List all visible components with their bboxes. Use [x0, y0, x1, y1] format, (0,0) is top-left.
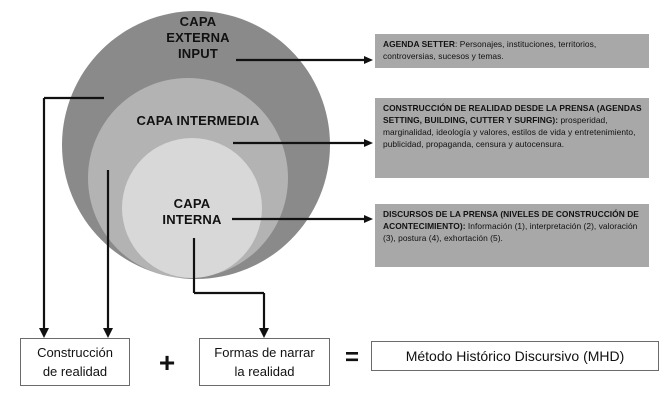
connector-inner-to-formas-box [192, 238, 269, 338]
middle-layer-label: CAPA INTERMEDIA [136, 113, 260, 128]
info-box-construccion-realidad-prensa-body: prosperidad, marginalidad, ideología y v… [383, 114, 636, 149]
info-box-discursos-prensa-body: Información (1), interpretación (2), val… [383, 220, 638, 243]
info-box-construccion-realidad-prensa-heading: CONSTRUCCIÓN DE REALIDAD DESDE LA PRENSA… [383, 103, 642, 125]
info-box-agenda-setter-body: : Personajes, instituciones, territorios… [383, 39, 597, 61]
equation-term-construccion-de-realidad: Construcción de realidad [20, 338, 130, 386]
info-box-agenda-setter-heading: AGENDA SETTER [383, 39, 455, 49]
info-box-agenda-setter: AGENDA SETTER: Personajes, instituciones… [375, 34, 649, 68]
connector-outer-to-construccion-box [39, 96, 104, 338]
arrow-middle-to-construccion [233, 139, 373, 147]
inner-layer-label: CAPA INTERNA [162, 196, 222, 227]
inner-layer-circle [122, 138, 262, 278]
equation-term-formas-de-narrar-la-realidad: Formas de narrar la realidad [199, 338, 330, 386]
info-box-discursos-prensa: DISCURSOS DE LA PRENSA (NIVELES DE CONST… [375, 204, 649, 267]
info-box-discursos-prensa-heading: DISCURSOS DE LA PRENSA (NIVELES DE CONST… [383, 209, 639, 231]
outer-layer-label: CAPA EXTERNA INPUT [166, 14, 230, 61]
equation-equals-sign: = [344, 344, 359, 371]
connector-middle-to-construccion-box [103, 170, 113, 338]
equation-plus-sign: + [158, 347, 176, 378]
equation-result-metodo-historico-discursivo: Método Histórico Discursivo (MHD) [371, 341, 659, 371]
arrow-inner-to-discursos [232, 215, 373, 223]
info-box-construccion-realidad-prensa: CONSTRUCCIÓN DE REALIDAD DESDE LA PRENSA… [375, 98, 649, 178]
arrow-outer-to-agenda-setter [236, 56, 373, 64]
